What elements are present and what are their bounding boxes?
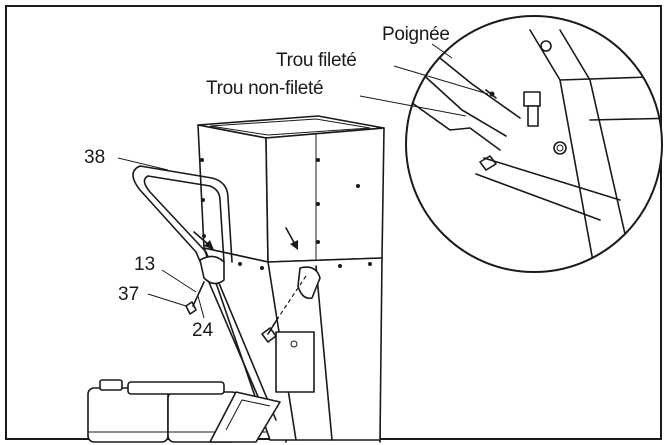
label-part-38: 38 xyxy=(84,147,105,168)
label-part-24: 24 xyxy=(192,320,214,341)
label-handle: Poignée xyxy=(382,24,450,45)
label-part-37: 37 xyxy=(118,284,139,305)
handle-38 xyxy=(132,165,281,443)
detail-magnifier xyxy=(405,15,663,273)
label-unthreaded-hole: Trou non-fileté xyxy=(206,78,323,99)
label-part-13: 13 xyxy=(134,254,155,275)
hopper xyxy=(197,115,385,441)
label-threaded-hole: Trou fileté xyxy=(276,50,356,71)
hardware xyxy=(185,227,321,343)
